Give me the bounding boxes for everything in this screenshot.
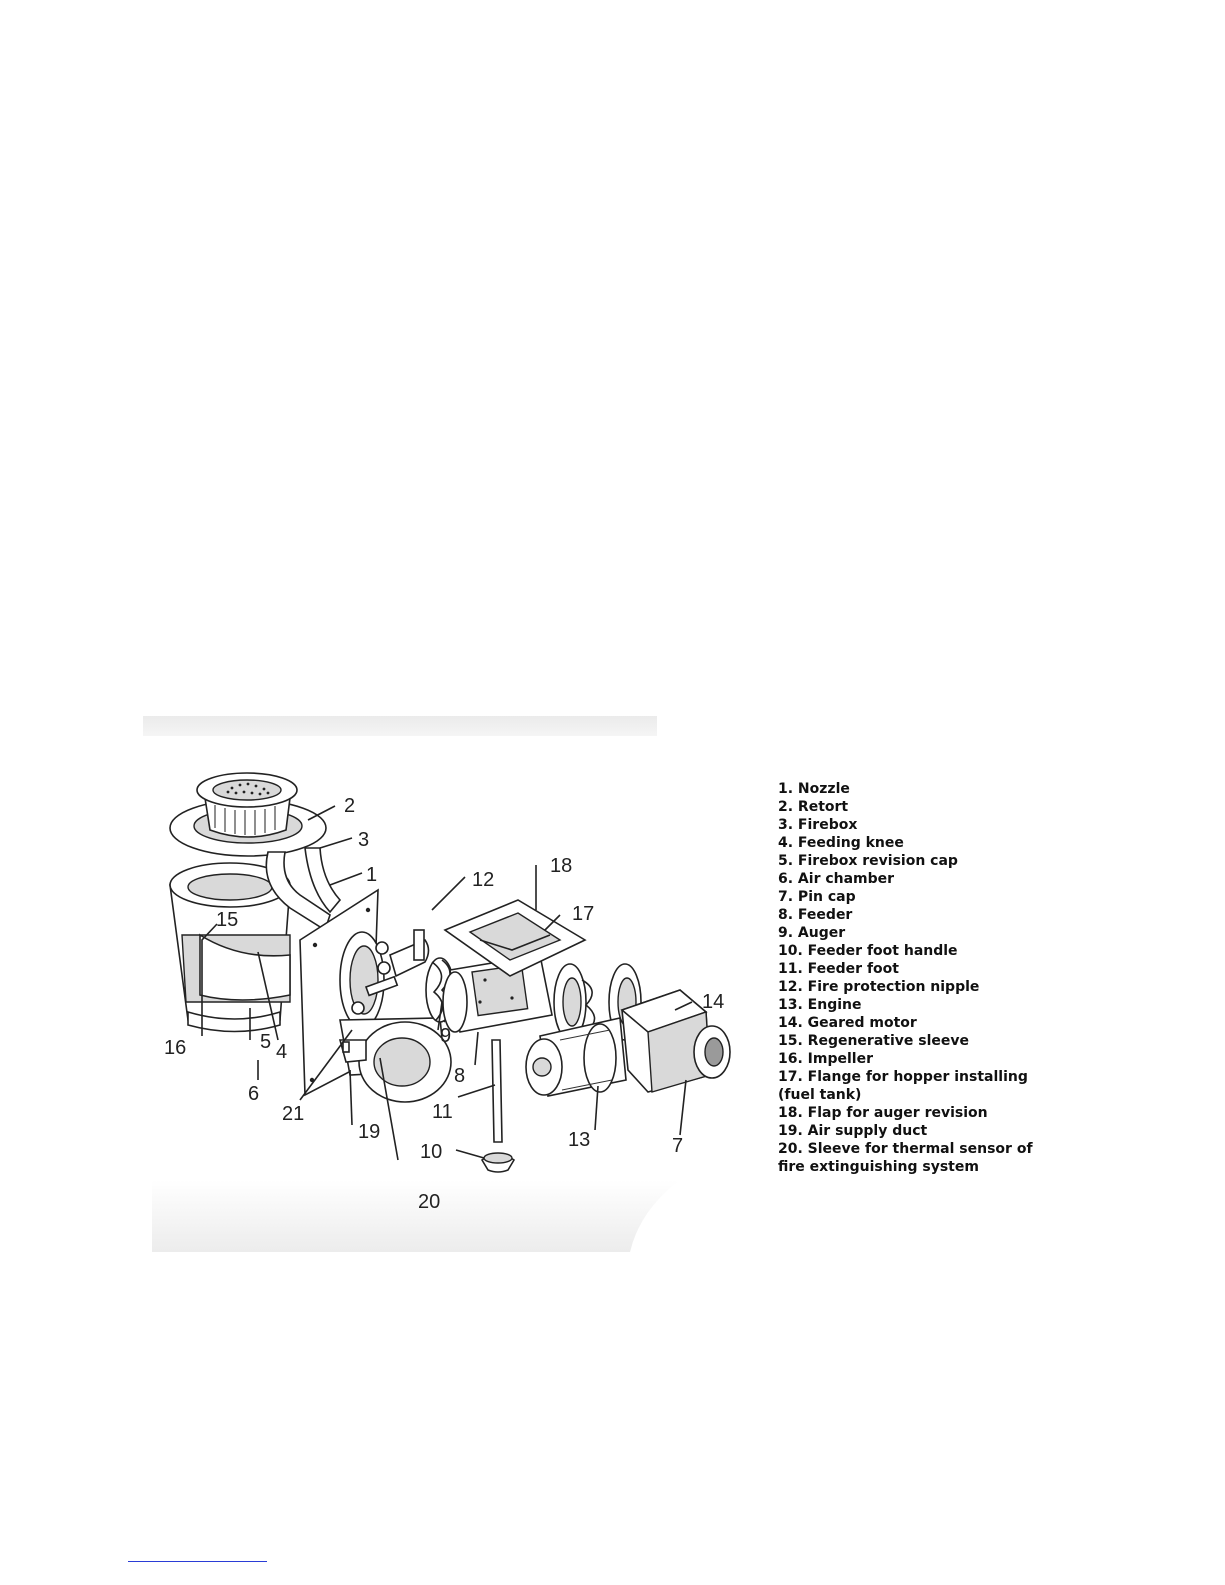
callout-numbers: 2 3 1 12 18 17 14 15 16 5 4 6 21 19 20 9… xyxy=(164,795,724,1213)
callout-18: 18 xyxy=(550,855,572,877)
legend-item: 3. Firebox xyxy=(778,817,858,833)
legend-item: 11. Feeder foot xyxy=(778,961,899,977)
legend-item: 20. Sleeve for thermal sensor of xyxy=(778,1141,1033,1157)
callout-4: 4 xyxy=(276,1041,287,1063)
legend-item: 17. Flange for hopper installing xyxy=(778,1069,1028,1085)
callout-2: 2 xyxy=(344,795,355,817)
legend-item: 16. Impeller xyxy=(778,1051,873,1067)
feeder-foot-drawing xyxy=(491,1039,503,1143)
legend-item: 8. Feeder xyxy=(778,907,853,923)
callout-6: 6 xyxy=(248,1083,259,1105)
callout-12: 12 xyxy=(472,869,494,891)
auger-drawing xyxy=(425,957,455,1023)
air-chamber-drawing xyxy=(169,862,291,1033)
legend-item: (fuel tank) xyxy=(778,1087,862,1103)
legend-item: 10. Feeder foot handle xyxy=(778,943,958,959)
callout-1: 1 xyxy=(366,864,377,886)
legend-item: fire extinguishing system xyxy=(778,1159,979,1175)
feeder-drawing xyxy=(442,954,553,1033)
legend-item: 5. Firebox revision cap xyxy=(778,853,958,869)
footer-link-underline[interactable] xyxy=(128,1561,267,1562)
legend-item: 15. Regenerative sleeve xyxy=(778,1033,970,1049)
legend-item: 4. Feeding knee xyxy=(778,835,904,851)
retort-drawing xyxy=(169,772,327,857)
legend-item: 18. Flap for auger revision xyxy=(778,1105,988,1121)
callout-16: 16 xyxy=(164,1037,186,1059)
callout-14: 14 xyxy=(702,991,724,1013)
scan-shade-block xyxy=(152,1180,680,1252)
feeder-foot-handle-drawing xyxy=(480,1152,516,1173)
callout-17: 17 xyxy=(572,903,594,925)
air-supply-duct-drawing xyxy=(338,1017,452,1103)
legend-item: 2. Retort xyxy=(778,799,849,815)
geared-motor-drawing xyxy=(620,989,731,1093)
burner-exploded-diagram: 2 3 1 12 18 17 14 15 16 5 4 6 21 19 20 9… xyxy=(152,772,731,1252)
callout-5: 5 xyxy=(260,1031,271,1053)
callout-20: 20 xyxy=(418,1191,440,1213)
callout-7: 7 xyxy=(672,1135,683,1157)
parts-legend: 1. Nozzle 2. Retort 3. Firebox 4. Feedin… xyxy=(778,780,1078,1176)
callout-19: 19 xyxy=(358,1121,380,1143)
hopper-flange-drawing xyxy=(443,899,587,977)
legend-item: 6. Air chamber xyxy=(778,871,895,887)
legend-item: 1. Nozzle xyxy=(778,781,850,797)
legend-item: 12. Fire protection nipple xyxy=(778,979,980,995)
callout-10: 10 xyxy=(420,1141,442,1163)
callout-9: 9 xyxy=(440,1025,451,1047)
legend-item: 7. Pin cap xyxy=(778,889,856,905)
legend-item: 19. Air supply duct xyxy=(778,1123,928,1139)
callout-3: 3 xyxy=(358,829,369,851)
callout-13: 13 xyxy=(568,1129,590,1151)
leader-lines xyxy=(201,805,693,1161)
legend-item: 9. Auger xyxy=(778,925,846,941)
callout-8: 8 xyxy=(454,1065,465,1087)
callout-15: 15 xyxy=(216,909,238,931)
callout-11: 11 xyxy=(432,1101,453,1123)
flange-ring-drawing xyxy=(339,931,391,1029)
engine-drawing xyxy=(525,1017,627,1097)
legend-item: 14. Geared motor xyxy=(778,1015,917,1031)
callout-21: 21 xyxy=(282,1103,304,1125)
scan-shade-strip xyxy=(143,716,657,736)
legend-item: 13. Engine xyxy=(778,997,862,1013)
